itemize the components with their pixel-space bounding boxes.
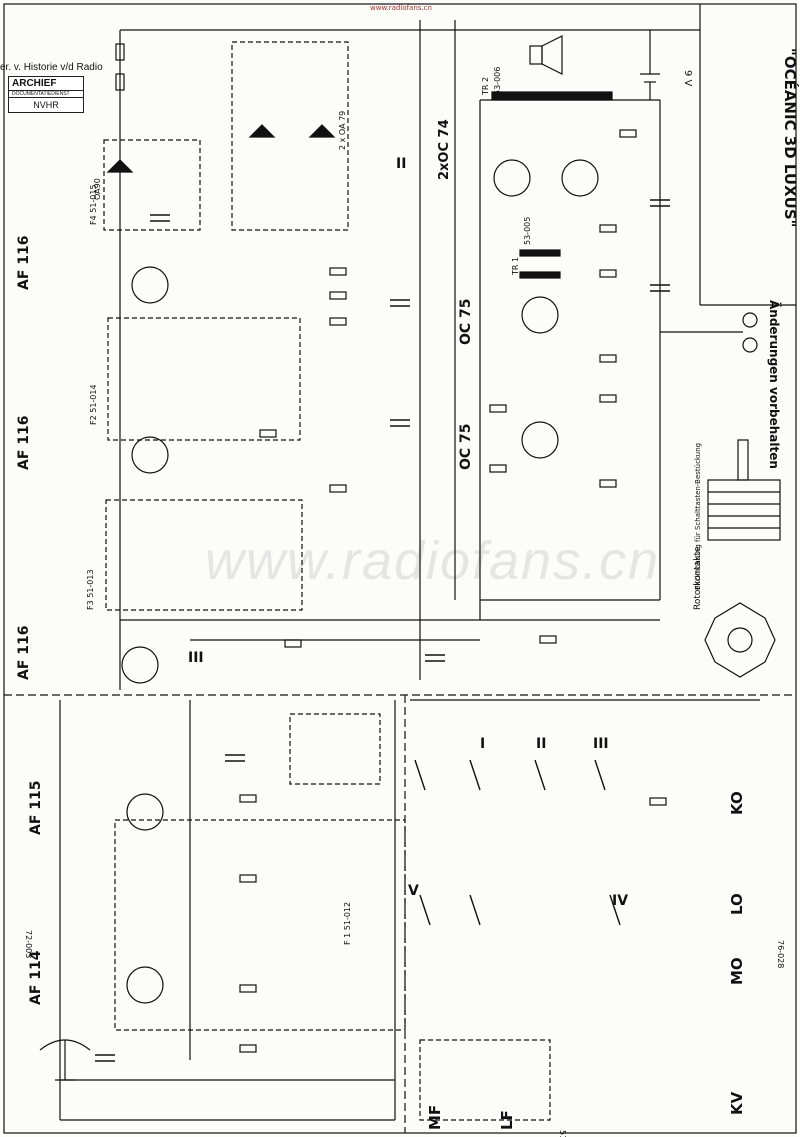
label-t4: AF 116 (16, 416, 32, 471)
band-kv: KV (728, 1091, 746, 1115)
if3-label: F3 51-013 (86, 569, 95, 610)
label-t1: AF 114 (28, 950, 44, 1005)
label-t3: AF 116 (16, 626, 32, 681)
ratio-det-box (231, 41, 349, 231)
transistor-t6 (521, 421, 559, 459)
switch-v: V (408, 883, 419, 899)
band-lf: LF (498, 1110, 516, 1130)
det-can (103, 139, 201, 231)
code-left: 72-003 (24, 930, 33, 958)
switch-iii-mid: III (188, 650, 204, 666)
mixer-can (289, 713, 381, 785)
tr1-label: TR 1 (511, 257, 520, 276)
model-title: "OCÉANIC 3D LUXUS" (781, 48, 800, 227)
band-ko: KO (728, 791, 746, 815)
model-note: Änderungen vorbehalten (767, 300, 782, 469)
transistor-t5 (131, 266, 169, 304)
if1-can (114, 819, 406, 1031)
band-mo: MO (728, 957, 746, 985)
code-bottom: 51-023 (558, 1130, 567, 1137)
if3-can (105, 499, 303, 611)
transistor-t3 (121, 646, 159, 684)
band-lo: LO (728, 893, 746, 915)
diode-label: OA90 (93, 178, 102, 200)
rotor-contacts (704, 602, 776, 678)
tr1-code: 53-005 (523, 217, 532, 245)
tr2-code: 53-006 (493, 67, 502, 95)
switch-iv: IV (612, 893, 628, 909)
switch-ii-top: II (396, 156, 406, 172)
bandfilter-can (419, 1039, 551, 1121)
transistor-t4 (131, 436, 169, 474)
stamp-title: ARCHIEF (9, 77, 83, 91)
code-right: 76-028 (776, 940, 785, 968)
battery-label: 9 V (682, 70, 693, 87)
label-t2: AF 115 (28, 781, 44, 836)
switch-i: I (480, 736, 485, 752)
label-t8: 2xOC 74 (437, 119, 452, 180)
transistor-t7 (521, 296, 559, 334)
label-t5: AF 116 (16, 236, 32, 291)
switch-view-label: Blickrichtung für Schalttasten-Bestückun… (694, 443, 702, 590)
transistor-t1 (126, 966, 164, 1004)
stamp-subtitle: DOCUMENTATIEDIENST (9, 91, 83, 98)
transistor-t2 (126, 793, 164, 831)
if2-can (107, 317, 301, 441)
watermark: www.radiofans.cn (205, 531, 661, 591)
archive-line: er. v. Historie v/d Radio (0, 62, 103, 73)
switch-iii: III (593, 736, 609, 752)
switch-ii: II (536, 736, 546, 752)
if2-label: F2 51-014 (89, 384, 98, 425)
transistor-t8b (561, 159, 599, 197)
archive-stamp: ARCHIEF DOCUMENTATIEDIENST NVHR (8, 76, 84, 113)
label-t7: OC 75 (458, 298, 474, 345)
band-mf: MF (426, 1105, 444, 1130)
transistor-t8a (493, 159, 531, 197)
det-label: F4 51-015 (89, 184, 98, 225)
diodes2-label: 2 x OA 79 (338, 111, 347, 150)
frame (3, 3, 797, 1134)
stamp-org: NVHR (33, 100, 59, 110)
website-text: www.radiofans.cn (370, 4, 432, 12)
tr2-label: TR 2 (481, 77, 490, 96)
if1-label: F 1 51-012 (343, 902, 352, 945)
label-t6: OC 75 (458, 423, 474, 470)
rotor-label: Rotorkontakte (693, 546, 703, 610)
